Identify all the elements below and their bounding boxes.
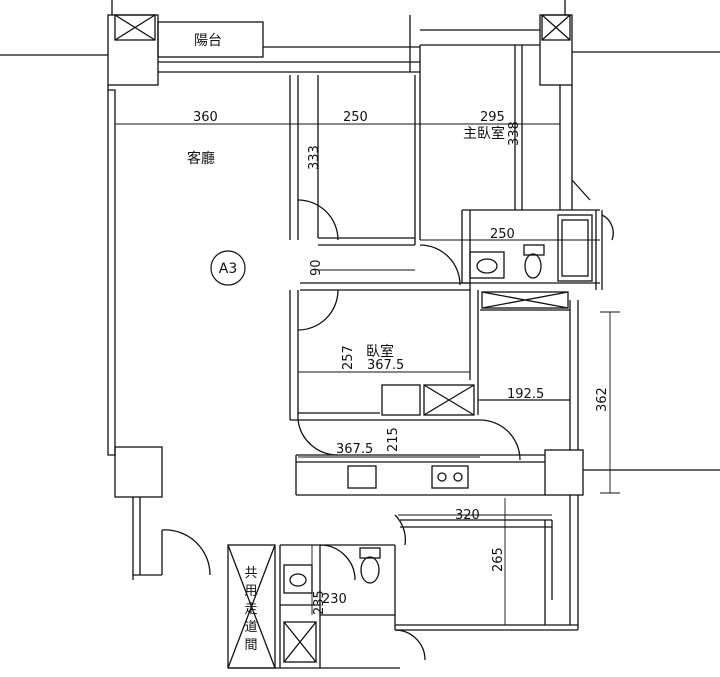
bathtub (557, 214, 593, 282)
door-arc (297, 199, 339, 241)
corridor-char-1: 共 (244, 566, 257, 581)
lower-toilet (360, 556, 380, 584)
dim-kitchen-depth: 215 (386, 427, 401, 452)
dim-bath-width: 250 (490, 227, 515, 242)
stove (431, 465, 469, 489)
dim-lower-bath-depth: 235 (312, 590, 327, 615)
balcony-box (157, 21, 264, 58)
lower-basin (283, 564, 313, 594)
dim-hall-depth: 90 (309, 259, 324, 276)
kitchen-sink (347, 465, 377, 489)
dim-lower-room-width: 320 (455, 508, 480, 523)
dim-bedroom-width: 367.5 (367, 358, 404, 373)
corridor-char-5: 間 (244, 638, 257, 653)
corridor-char-4: 道 (244, 620, 257, 635)
unit-marker-circle (210, 250, 246, 286)
unit-marker: A3 (210, 250, 246, 286)
dim-room1-depth: 333 (307, 145, 322, 170)
dim-right-height: 362 (595, 387, 610, 412)
wash-basin (469, 251, 505, 279)
dim-closet-width: 192.5 (507, 387, 544, 402)
unit-marker-label: A3 (219, 261, 237, 277)
master-bedroom-label: 主臥室 (463, 125, 505, 142)
balcony-label: 陽台 (194, 33, 222, 49)
dim-room1-width: 250 (343, 110, 368, 125)
dim-living-width: 360 (193, 110, 218, 125)
toilet (524, 253, 542, 279)
corridor-char-2: 用 (244, 584, 257, 599)
column-right (544, 449, 584, 496)
dim-bedroom-depth: 257 (341, 345, 356, 370)
column-top-right (539, 14, 573, 86)
bedroom-label: 臥室 (366, 343, 394, 360)
dim-master-width: 295 (480, 110, 505, 125)
dim-lower-bath-width: 230 (322, 592, 347, 607)
dim-master-depth: 338 (507, 121, 522, 146)
corridor-char-3: 走 (244, 602, 257, 617)
dimension-lines (115, 123, 620, 625)
dim-kitchen-width: 367.5 (336, 442, 373, 457)
shared-corridor-label: 共 用 走 道 間 (244, 566, 257, 653)
living-room-label: 客廳 (187, 150, 215, 167)
column-left (114, 446, 163, 498)
dim-lower-room-depth: 265 (491, 547, 506, 572)
